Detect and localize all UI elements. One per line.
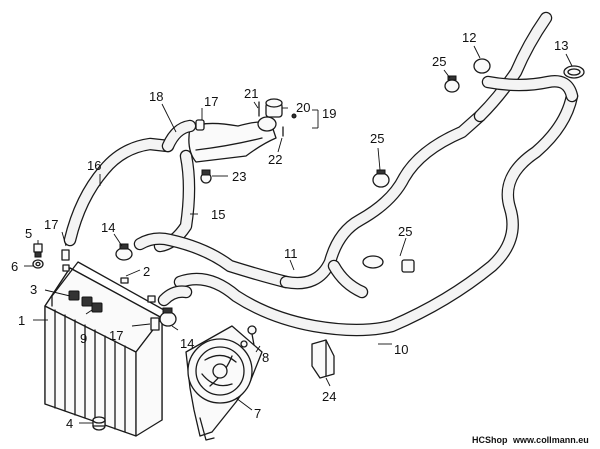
callout-8: 8 (262, 350, 269, 365)
callout-21: 21 (244, 86, 258, 101)
callout-9: 9 (80, 331, 87, 346)
callout-18: 18 (149, 89, 163, 104)
callout-22: 22 (268, 152, 282, 167)
callout-labels: 1 2 3 4 5 6 7 8 9 10 11 12 13 14 14 15 1… (11, 30, 568, 431)
fan-screw (247, 325, 257, 346)
callout-14-upper: 14 (101, 220, 115, 235)
callout-2: 2 (143, 264, 150, 279)
drain-plug (92, 416, 106, 431)
callout-16: 16 (87, 158, 101, 173)
clamp-25-lower (362, 255, 415, 273)
callout-6: 6 (11, 259, 18, 274)
callout-14-lower: 14 (180, 336, 194, 351)
svg-text:HCShop www.collmann.eu: HCShop www.collmann.eu (472, 435, 589, 445)
callout-5: 5 (25, 226, 32, 241)
hoses (63, 11, 579, 337)
temperature-sensor (32, 243, 44, 269)
callout-17-left: 17 (44, 217, 58, 232)
watermark: HCShop www.collmann.eu (472, 435, 589, 445)
watermark-brand: HCShop (472, 435, 508, 445)
clamp-2 (120, 277, 156, 303)
clamp-14-upper (115, 243, 133, 261)
callout-20: 20 (296, 100, 310, 115)
callout-25-lower: 25 (398, 224, 412, 239)
callout-4: 4 (66, 416, 73, 431)
thermostat (311, 339, 335, 379)
expansion-tank (188, 98, 297, 184)
clamp-25-mid (372, 169, 390, 188)
callout-3: 3 (30, 282, 37, 297)
callout-25-upper: 25 (432, 54, 446, 69)
hose-clamps (115, 58, 585, 327)
clamp-14-lower (159, 307, 177, 327)
callout-17-upper: 17 (204, 94, 218, 109)
callout-24: 24 (322, 389, 336, 404)
clamp-25-upper (444, 75, 460, 93)
clamp-17-upper (195, 119, 205, 131)
callout-7: 7 (254, 406, 261, 421)
hose-clip-left (61, 249, 70, 272)
radiator-brackets (68, 290, 160, 331)
callout-10: 10 (394, 342, 408, 357)
callout-15: 15 (211, 207, 225, 222)
watermark-site: www.collmann.eu (512, 435, 589, 445)
radiator-fins (54, 309, 126, 433)
callout-19: 19 (322, 106, 336, 121)
callout-13: 13 (554, 38, 568, 53)
callout-12: 12 (462, 30, 476, 45)
clamp-12 (473, 58, 491, 74)
callout-1: 1 (18, 313, 25, 328)
callout-23: 23 (232, 169, 246, 184)
callout-17-lower: 17 (109, 328, 123, 343)
callout-11: 11 (284, 246, 298, 261)
callout-25-mid: 25 (370, 131, 384, 146)
radiator (44, 261, 165, 437)
cooling-fan (185, 325, 263, 441)
leader-lines (24, 45, 573, 424)
clamp-13 (563, 65, 585, 79)
